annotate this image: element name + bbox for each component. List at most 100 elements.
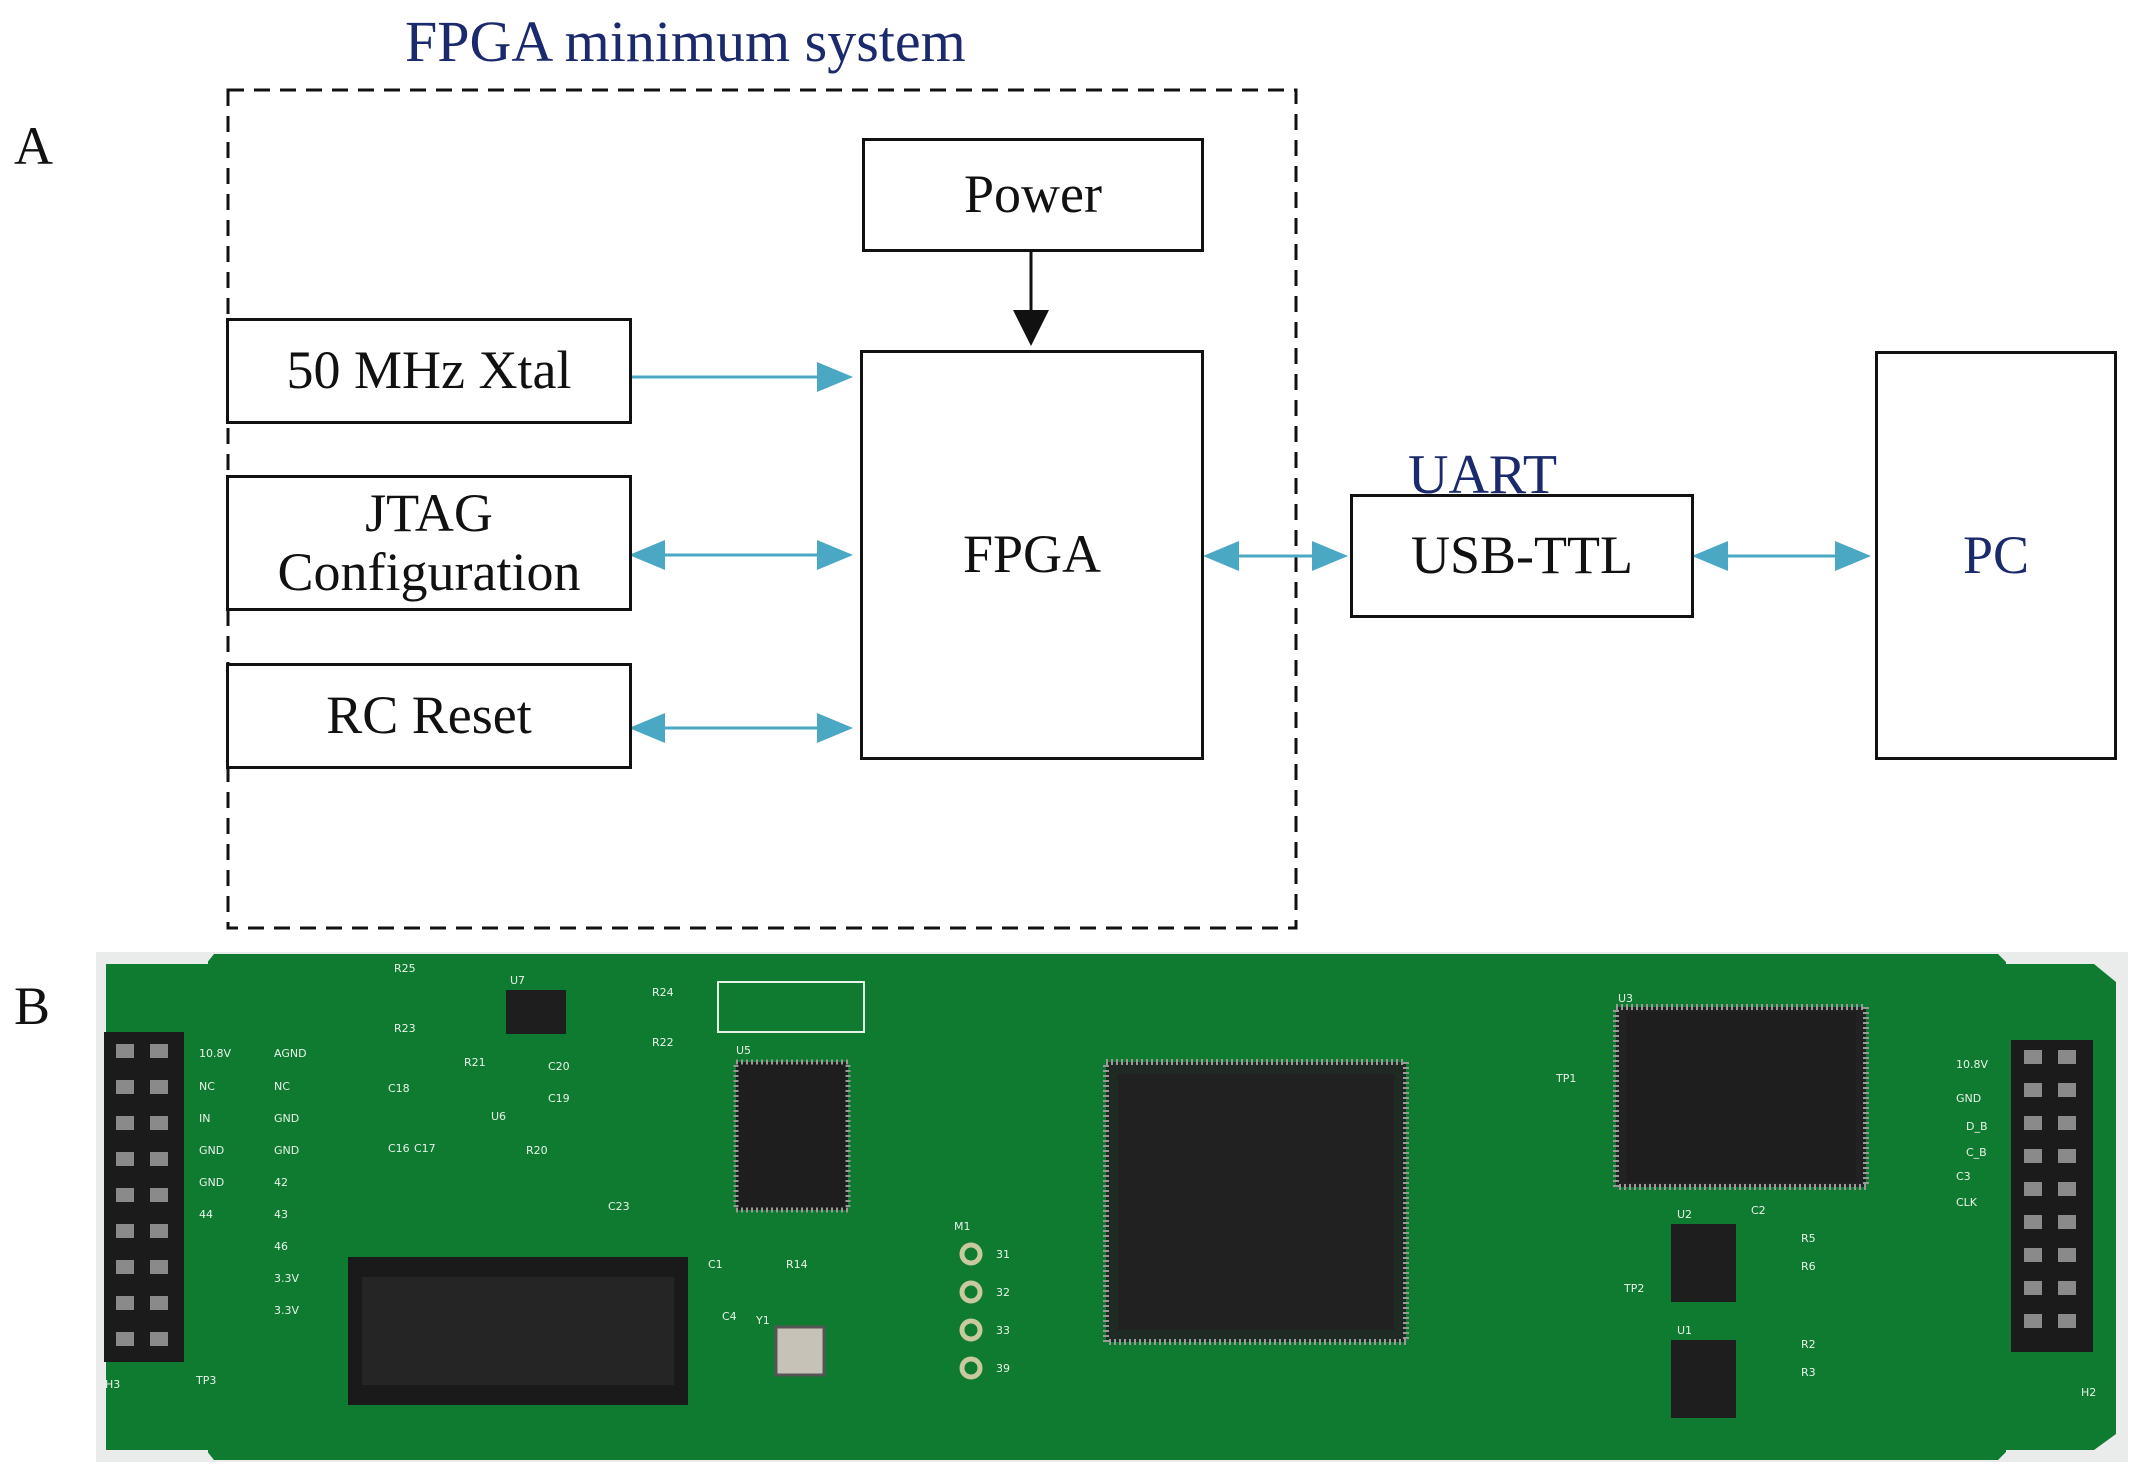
header-pin [150, 1224, 168, 1238]
silkscreen-label: U1 [1677, 1324, 1692, 1337]
silkscreen-label: GND [1956, 1092, 1981, 1105]
u2-chip [1671, 1224, 1736, 1302]
jtag-block: JTAG Configuration [226, 475, 632, 611]
header-pin [116, 1188, 134, 1202]
silkscreen-label: R21 [464, 1056, 486, 1069]
silkscreen-label: C4 [722, 1310, 737, 1323]
power-label: Power [964, 164, 1102, 225]
u5-chip [733, 1059, 851, 1213]
silkscreen-label: R23 [394, 1022, 416, 1035]
silkscreen-label: R24 [652, 986, 674, 999]
header-pin [116, 1080, 134, 1094]
jtag-label-line2: Configuration [277, 542, 581, 602]
header-pin [2058, 1215, 2076, 1229]
group-title: FPGA minimum system [405, 9, 966, 74]
silkscreen-label: C17 [414, 1142, 436, 1155]
header-pin [2024, 1314, 2042, 1328]
power-block: Power [862, 138, 1204, 252]
pcb-photo: 10.8V AGND NC NC IN GND GND GND GND 42 44 43 46 3.3V 3… [96, 952, 2128, 1462]
silkscreen-label: U5 [736, 1044, 751, 1057]
silkscreen-label: R22 [652, 1036, 674, 1049]
pc-block: PC [1875, 351, 2117, 760]
header-pin [116, 1152, 134, 1166]
header-pin [2058, 1281, 2076, 1295]
u7-chip [506, 990, 566, 1034]
silkscreen-label: Y1 [755, 1314, 770, 1327]
silkscreen-label: C1 [708, 1258, 723, 1271]
header-pin [150, 1260, 168, 1274]
silkscreen-label: H2 [2081, 1386, 2096, 1399]
header-pin [150, 1116, 168, 1130]
silkscreen-label: 43 [274, 1208, 288, 1221]
header-pin [2024, 1050, 2042, 1064]
header-pin [116, 1224, 134, 1238]
u1-chip [1671, 1340, 1736, 1418]
header-pin [116, 1332, 134, 1346]
silkscreen-label: NC [199, 1080, 215, 1093]
header-pin [2058, 1050, 2076, 1064]
silkscreen-label: 10.8V [199, 1047, 231, 1060]
header-pin [116, 1296, 134, 1310]
silkscreen-label: 10.8V [1956, 1058, 1988, 1071]
fpga-block: FPGA [860, 350, 1204, 760]
silkscreen-label: H3 [105, 1378, 120, 1391]
header-pin [2024, 1248, 2042, 1262]
usb-ttl-label: USB-TTL [1411, 525, 1633, 586]
silkscreen-label: D_B [1966, 1120, 1988, 1133]
silkscreen-label: C2 [1751, 1204, 1766, 1217]
silkscreen-label: R5 [1801, 1232, 1816, 1245]
silkscreen-label: U2 [1677, 1208, 1692, 1221]
header-pin [2024, 1149, 2042, 1163]
silkscreen-label: R25 [394, 962, 416, 975]
header-pin [2024, 1215, 2042, 1229]
right-header-pins [2024, 1050, 2076, 1328]
silkscreen-label: U3 [1618, 992, 1633, 1005]
xtal-label: 50 MHz Xtal [286, 340, 572, 401]
silkscreen-label: C18 [388, 1082, 410, 1095]
board-silkscreen: 10.8V AGND NC NC IN GND GND GND GND 42 44 43 46 3.3V 3… [105, 962, 2096, 1399]
fpga-label: FPGA [962, 524, 1102, 585]
header-pin [150, 1080, 168, 1094]
header-pin [2058, 1149, 2076, 1163]
rc-reset-block: RC Reset [226, 663, 632, 769]
rc-reset-label: RC Reset [326, 685, 532, 746]
silkscreen-label: NC [274, 1080, 290, 1093]
silkscreen-label: GND [274, 1144, 299, 1157]
xtal-block: 50 MHz Xtal [226, 318, 632, 424]
silkscreen-label: AGND [274, 1047, 307, 1060]
silkscreen-label: R20 [526, 1144, 548, 1157]
silkscreen-label: CLK [1956, 1196, 1978, 1209]
silkscreen-label: TP2 [1623, 1282, 1644, 1295]
panel-b-label: B [14, 976, 51, 1036]
header-pin [2024, 1281, 2042, 1295]
header-pin [2058, 1116, 2076, 1130]
silkscreen-label: U7 [510, 974, 525, 987]
silkscreen-label: U6 [491, 1110, 506, 1123]
header-pin [116, 1116, 134, 1130]
silkscreen-label: GND [199, 1144, 224, 1157]
right-pin-header [2011, 1040, 2093, 1352]
silkscreen-label: 3.3V [274, 1304, 299, 1317]
silkscreen-label: 44 [199, 1208, 213, 1221]
silkscreen-label: C19 [548, 1092, 570, 1105]
silkscreen-label: R3 [1801, 1366, 1816, 1379]
silkscreen-label: 46 [274, 1240, 288, 1253]
header-pin [2058, 1182, 2076, 1196]
silkscreen-label: C3 [1956, 1170, 1971, 1183]
header-pin [2024, 1182, 2042, 1196]
silkscreen-label: IN [199, 1112, 210, 1125]
header-pin [116, 1044, 134, 1058]
silkscreen-label: 42 [274, 1176, 288, 1189]
header-pin [150, 1332, 168, 1346]
usb-ttl-block: USB-TTL [1350, 494, 1694, 618]
silkscreen-label: 39 [996, 1362, 1010, 1375]
test-points [959, 1242, 983, 1380]
silkscreen-label: C_B [1966, 1146, 1987, 1159]
silkscreen-label: GND [274, 1112, 299, 1125]
silkscreen-label: C23 [608, 1200, 630, 1213]
silkscreen-label: C16 [388, 1142, 410, 1155]
pc-label: PC [1962, 524, 2030, 585]
header-pin [150, 1188, 168, 1202]
silkscreen-label: R2 [1801, 1338, 1816, 1351]
silkscreen-label: C20 [548, 1060, 570, 1073]
